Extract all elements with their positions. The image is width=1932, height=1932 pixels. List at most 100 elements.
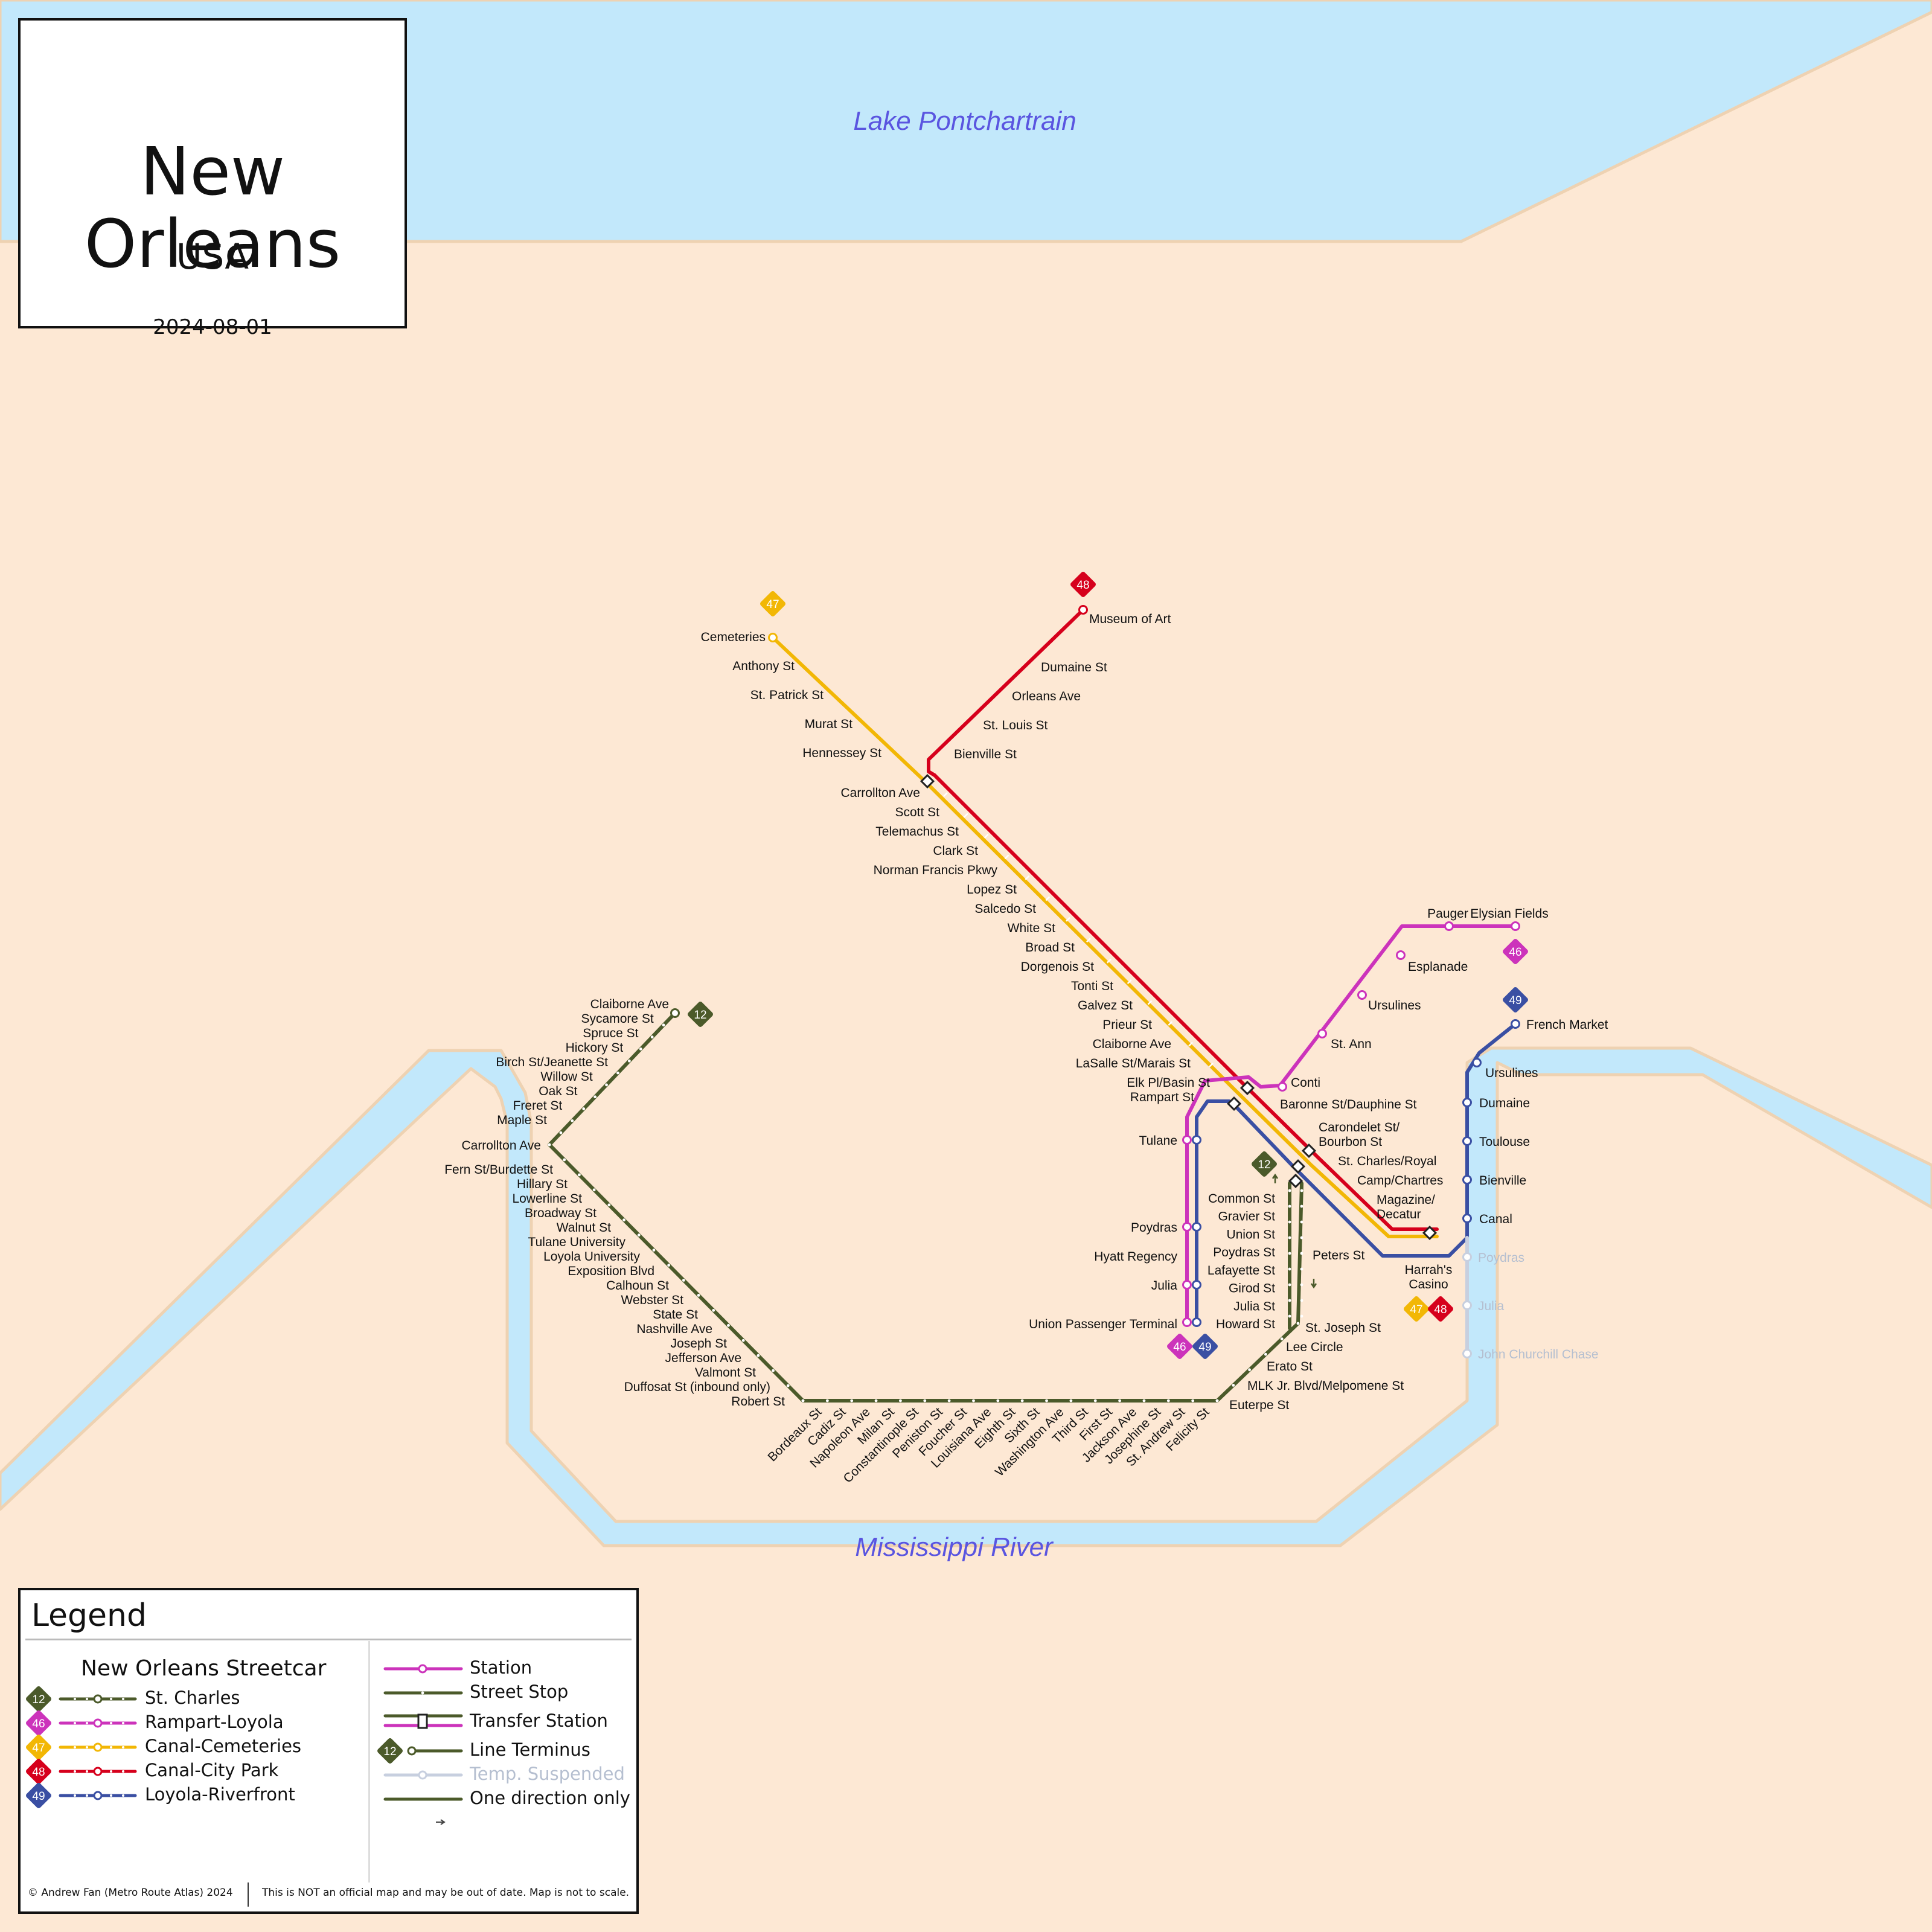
terminus-marker-museum [1078,605,1088,615]
legend-route-stop [74,1770,76,1773]
legend-route-stop [110,1794,112,1797]
station-label-rampart: Ursulines [1368,999,1421,1012]
legend-heading: Legend [31,1598,147,1634]
street-stop-marker [1069,1399,1073,1403]
station-label-canal-trunk: Magazine/Decatur [1377,1193,1435,1221]
station-label-cemeteries: Cemeteries [701,630,766,644]
street-stop-marker [1166,1399,1170,1403]
station-label-canal-trunk: Salcedo St [974,902,1036,916]
legend-route-stop [110,1722,112,1724]
station-label-st-charles: Tulane University [528,1235,626,1249]
station-label-suspended: Julia [1478,1299,1505,1313]
station-label-st-charles: Maple St [497,1113,547,1127]
station-label-cemeteries: Hennessey St [802,746,881,760]
canal-cemeteries-trunk-line [924,781,1439,1238]
station-label-canal-trunk: Baronne St/Dauphine St [1280,1098,1417,1112]
legend-route-station-49 [93,1791,103,1800]
station-label-canal-trunk: Lopez St [967,883,1017,897]
station-label-canal-trunk: Carondelet St/Bourbon St [1319,1121,1399,1149]
street-stop-marker [1209,1063,1214,1067]
street-stop-marker [622,1218,625,1222]
route-badge-12 [1252,1151,1277,1177]
station-label-cemeteries: St. Patrick St [750,688,824,702]
station-label-st-charles: St. Joseph St [1305,1321,1381,1335]
transfer-marker-harrahs [1422,1225,1438,1241]
station-label-st-charles: Union St [1226,1227,1275,1241]
route-badge-48 [26,1759,51,1784]
station-label-canal-trunk: Camp/Chartres [1357,1174,1443,1188]
legend-route-station-12 [93,1694,103,1704]
station-label-st-charles: Carrollton Ave [461,1139,541,1153]
station-label-city-park: Dumaine St [1041,661,1107,674]
street-stop-marker [607,1203,611,1207]
station-label-st-charles: Howard St [1216,1317,1275,1331]
route-badge-46 [1167,1334,1192,1359]
legend-suspended-label: Temp. Suspended [470,1764,625,1784]
street-stop-marker [1288,1252,1291,1255]
street-stop-marker [1264,1352,1267,1356]
legend-route-stop [122,1722,124,1724]
street-stop-marker [1045,896,1051,901]
legend-route-stop [122,1794,124,1797]
street-stop-marker [1288,1236,1291,1239]
canal-city-park-branch-line [927,608,1085,777]
legend-transfer-marker [417,1713,428,1729]
route-badge-49 [1192,1334,1218,1359]
legend-route-47-name: Canal-Cemeteries [145,1736,302,1756]
street-stop-marker [1191,1399,1195,1403]
station-label-canal-trunk: Rampart St [1130,1090,1194,1104]
street-stop-marker [1025,875,1030,880]
street-stop-marker [1300,1283,1303,1287]
station-label-st-charles: Valmont St [695,1366,756,1380]
station-label-canal-trunk: Scott St [895,805,939,819]
route-badge-text-46: 46 [32,1718,45,1730]
street-stop-marker [1045,1399,1048,1403]
street-stop-marker [1106,958,1112,964]
legend-one-direction-label: One direction only [470,1788,630,1808]
street-stop-marker [1288,1283,1291,1287]
station-label-st-charles: Peters St [1313,1249,1365,1262]
canal-city-park-trunk-line [933,773,1439,1231]
legend-route-stop [110,1698,112,1700]
route-badge-49 [1503,987,1528,1012]
lake-pontchartrain [0,0,1932,243]
station-label-canal-trunk: Elk Pl/Basin St [1127,1076,1210,1090]
station-label-cemeteries: Murat St [805,717,853,731]
street-stop-marker [1300,1299,1303,1302]
street-stop-marker [1296,1322,1300,1325]
station-label-st-charles: Common St [1208,1192,1275,1206]
station-label-canal-trunk: Norman Francis Pkwy [874,863,998,877]
street-stop-marker [874,1399,878,1403]
rampart-loyola-line [1185,924,1517,1324]
station-marker-loyola [1182,1222,1192,1232]
street-stop-marker [667,1264,671,1267]
street-stop-marker [1300,1236,1303,1239]
legend-route-stop [74,1794,76,1797]
station-marker-loyola [1182,1317,1192,1327]
country-subtitle: USA [176,236,249,277]
station-label-st-charles: Sycamore St [581,1012,654,1026]
footer-copyright: © Andrew Fan (Metro Route Atlas) 2024 [28,1887,233,1899]
street-stop-marker [741,1339,745,1342]
legend-route-station-46 [93,1718,103,1728]
station-label-st-charles: Loyola University [543,1250,640,1264]
street-stop-marker [605,1083,608,1087]
street-stop-marker [712,1308,715,1312]
legend-route-stop [86,1770,88,1773]
route-badge-12 [688,1002,713,1027]
loyola-riverfront-line [1195,1022,1517,1324]
footer-disclaimer: This is NOT an official map and may be o… [262,1887,630,1899]
route-badge-text-49: 49 [32,1790,45,1803]
station-label-canal-trunk: Broad St [1025,941,1075,955]
transfer-marker-carondelet [1301,1143,1317,1159]
station-label-canal-trunk: Dorgenois St [1021,960,1095,974]
station-label-st-charles: Julia St [1233,1299,1275,1313]
station-label-st-charles: Oak St [539,1084,577,1098]
street-stop-marker [1168,1021,1173,1026]
route-badge-text-48: 48 [32,1766,45,1779]
route-lines [548,608,1517,1403]
station-label-canal-trunk: Clark St [933,844,978,858]
map-date: 2024-08-01 [153,315,272,339]
